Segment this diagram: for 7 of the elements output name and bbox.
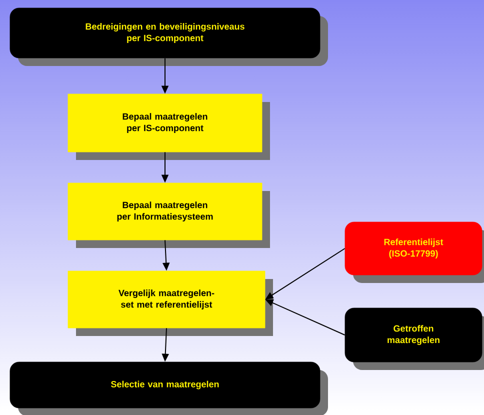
input-box: Referentielijst (ISO-17799) — [344, 222, 484, 283]
process-box: Bedreigingen en beveiligingsniveaus per IS-component — [10, 8, 328, 66]
process-box: Vergelijk maatregelen-set met referentielijst — [68, 270, 273, 336]
input-box: Getroffen maatregelen — [344, 308, 484, 370]
process-box: Bepaal maatregelen per IS-component — [68, 94, 270, 160]
process-box: Bepaal maatregelen per Informatiesysteem — [68, 182, 270, 248]
process-box: Selectie van maatregelen — [10, 362, 328, 415]
